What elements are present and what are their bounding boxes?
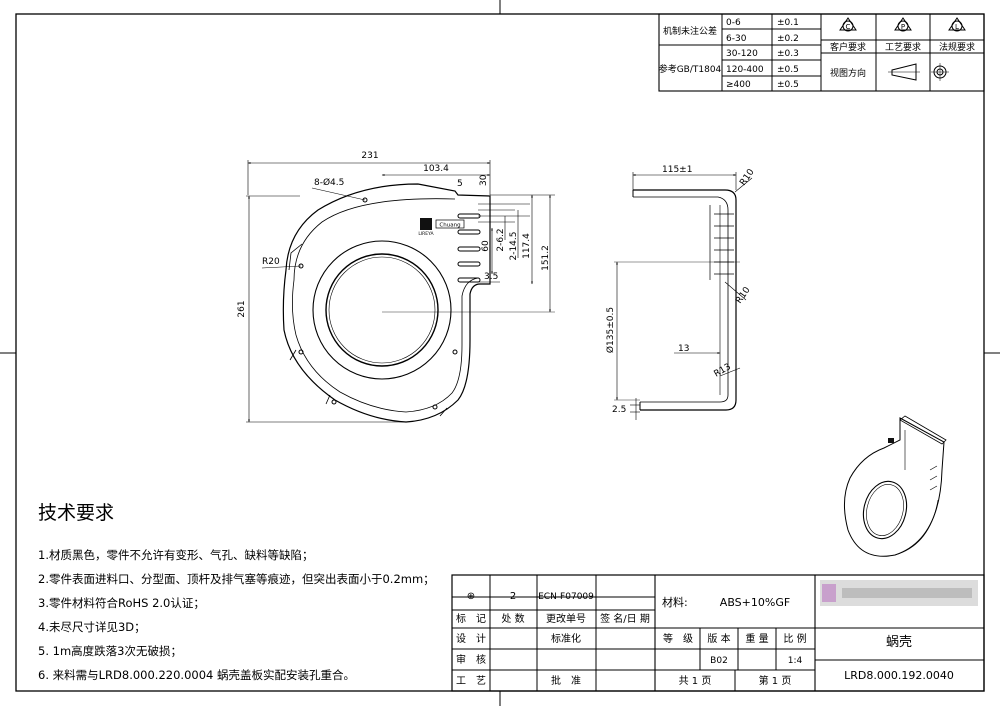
logo-text: LIREYA	[418, 231, 434, 237]
mount-hole-3	[298, 349, 304, 355]
tol-range-4: ≥400	[726, 80, 751, 90]
tol-range-3: 120-400	[726, 65, 764, 75]
regulation-requirement-icon: L	[948, 17, 966, 32]
rev-mark: ⊕	[467, 591, 475, 602]
check-label: 审 核	[456, 653, 486, 666]
requirement-item: 5. 1m高度跌落3次无破损；	[38, 644, 182, 658]
side-fins	[714, 213, 734, 275]
dim-hole: 8-Ø4.5	[314, 177, 344, 188]
dim-3-5: 3.5	[484, 272, 498, 282]
requirement-item: 6. 来料需与LRD8.000.220.0004 蜗壳盖板实配安装孔重合。	[38, 668, 355, 682]
dim-r10-mid: R10	[734, 285, 753, 305]
requirement-item: 2.零件表面进料口、分型面、顶杆及排气塞等痕迹，但突出表面小于0.2mm；	[38, 572, 435, 586]
material-value: ABS+10%GF	[720, 596, 790, 609]
grade-label: 等 级	[663, 632, 693, 645]
svg-text:P: P	[901, 23, 905, 31]
mount-hole-6	[452, 349, 458, 355]
dim-117-4: 117.4	[522, 233, 532, 259]
dim-103-4: 103.4	[423, 164, 449, 174]
svg-text:L: L	[955, 23, 959, 31]
mount-hole-1	[362, 197, 368, 203]
dim-2-5: 2.5	[612, 405, 626, 415]
header-sign: 签 名/日 期	[600, 612, 650, 625]
version-label: 版 本	[707, 632, 730, 645]
approve-label: 批 准	[551, 674, 581, 687]
title-block: ⊕ 2 ECN-F07009 标 记 处 数 更改单号 签 名/日 期 设 计 …	[451, 574, 985, 692]
scale-value: 1:4	[788, 656, 803, 666]
dim-151-2: 151.2	[541, 245, 551, 271]
requirement-item: 1.材质黑色，零件不允许有变形、气孔、缺料等缺陷；	[38, 548, 314, 562]
header-change: 更改单号	[546, 612, 586, 625]
tol-range-2: 30-120	[726, 49, 758, 59]
drawing-number: LRD8.000.192.0040	[844, 669, 954, 682]
dim-5: 5	[457, 179, 463, 189]
technical-requirements: 技术要求 1.材质黑色，零件不允许有变形、气孔、缺料等缺陷； 2.零件表面进料口…	[38, 498, 458, 687]
side-section-outline	[633, 189, 737, 411]
header-count: 处 数	[501, 612, 524, 625]
design-label: 设 计	[456, 632, 486, 645]
view-direction-label: 视图方向	[830, 67, 866, 79]
scale-label: 比 例	[783, 632, 806, 645]
customer-requirement-label: 客户要求	[830, 41, 866, 53]
mount-hole-5	[432, 404, 438, 410]
requirement-item: 4.未尽尺寸详见3D；	[38, 620, 146, 634]
dim-r10-top: R10	[738, 167, 757, 187]
company-logo: LIREYA Chuang	[418, 218, 465, 237]
iso-inlet	[862, 480, 908, 540]
dim-115: 115±1	[662, 165, 692, 175]
tech-requirements-title: 技术要求	[38, 502, 115, 524]
ecn-number: ECN-F07009	[538, 592, 594, 602]
tolerance-general-label: 机制未注公差	[663, 25, 717, 37]
page-number: 第 1 页	[759, 674, 792, 687]
tol-value-3: ±0.5	[777, 65, 799, 75]
dim-2-6-2: 2-6.2	[496, 228, 506, 251]
tolerance-table: 机制未注公差 参考GB/T1804 0-6 ±0.1 6-30 ±0.2 30-…	[658, 13, 985, 92]
front-view: LIREYA Chuang 231 103.4 8-Ø4.5 5 30 R20 …	[237, 151, 555, 423]
iso-housing	[844, 417, 945, 557]
dim-dia-135: Ø135±0.5	[605, 307, 616, 353]
tol-value-1: ±0.2	[777, 34, 799, 44]
dim-60: 60	[481, 240, 491, 252]
material-label: 材料:	[662, 595, 688, 609]
version-value: B02	[710, 656, 728, 666]
rev-count: 2	[510, 591, 516, 602]
process-requirement-icon: P	[894, 17, 912, 32]
isometric-view	[844, 415, 947, 557]
side-view: 115±1 R10 R10 Ø135±0.5 13 R13 2.5	[605, 165, 757, 420]
logo-text-2: Chuang	[439, 223, 460, 229]
total-pages: 共 1 页	[679, 675, 712, 687]
svg-text:C: C	[846, 23, 851, 31]
process-requirement-label: 工艺要求	[885, 41, 921, 53]
dim-r13: R13	[713, 362, 733, 380]
inlet-ring-outer	[312, 240, 452, 380]
dim-2-14-5: 2-14.5	[509, 231, 519, 260]
process-label: 工 艺	[456, 675, 486, 687]
tol-value-2: ±0.3	[777, 49, 799, 59]
outlet-slots	[457, 213, 481, 283]
dim-231: 231	[361, 151, 378, 161]
tol-value-0: ±0.1	[777, 18, 799, 28]
header-mark: 标 记	[456, 613, 486, 625]
tolerance-ref-label: 参考GB/T1804	[659, 63, 722, 75]
inlet-ring-inner	[325, 253, 439, 367]
tol-value-4: ±0.5	[777, 80, 799, 90]
requirement-item: 3.零件材料符合RoHS 2.0认证；	[38, 596, 205, 610]
dim-13: 13	[678, 344, 689, 354]
weight-label: 重 量	[745, 632, 768, 645]
customer-requirement-icon: C	[839, 17, 857, 32]
standardization-label: 标准化	[551, 632, 581, 645]
regulation-requirement-label: 法规要求	[939, 41, 975, 53]
housing-outline	[282, 183, 491, 423]
dim-r20: R20	[262, 257, 280, 267]
part-name-display: 蜗壳	[886, 634, 912, 650]
tol-range-1: 6-30	[726, 34, 747, 44]
mount-hole-4	[331, 399, 337, 405]
tol-range-0: 0-6	[726, 18, 741, 28]
first-angle-projection-icon	[888, 63, 949, 81]
dim-30: 30	[479, 174, 489, 186]
dim-261: 261	[237, 300, 247, 317]
